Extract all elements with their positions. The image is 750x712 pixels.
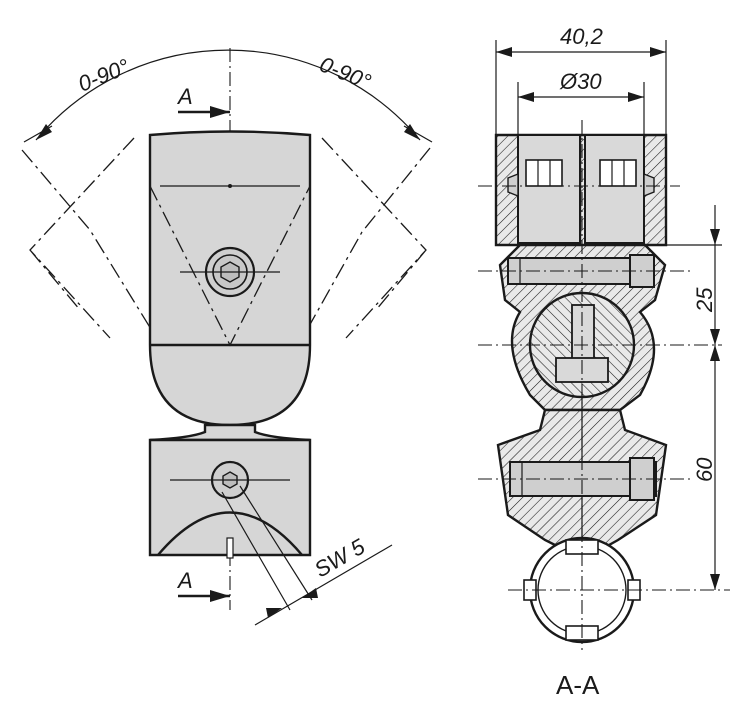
section-mark-bottom: A [176,568,193,593]
dim-diameter: Ø30 [559,69,602,94]
phantom-right [321,137,427,339]
dim-height-lower: 60 [692,457,717,482]
dim-height-upper: 25 [692,287,717,313]
front-view: 0-90° 0-90° A [21,48,433,626]
phantom-left [29,137,135,339]
angle-arc [35,49,421,141]
angle-label-right: 0-90° [316,51,375,94]
section-view: 40,2 Ø30 [478,24,730,700]
section-view-label: A-A [556,670,600,700]
dim-outer-width: 40,2 [560,24,603,49]
section-mark-top: A [176,84,193,109]
angle-label-left: 0-90° [75,54,134,97]
